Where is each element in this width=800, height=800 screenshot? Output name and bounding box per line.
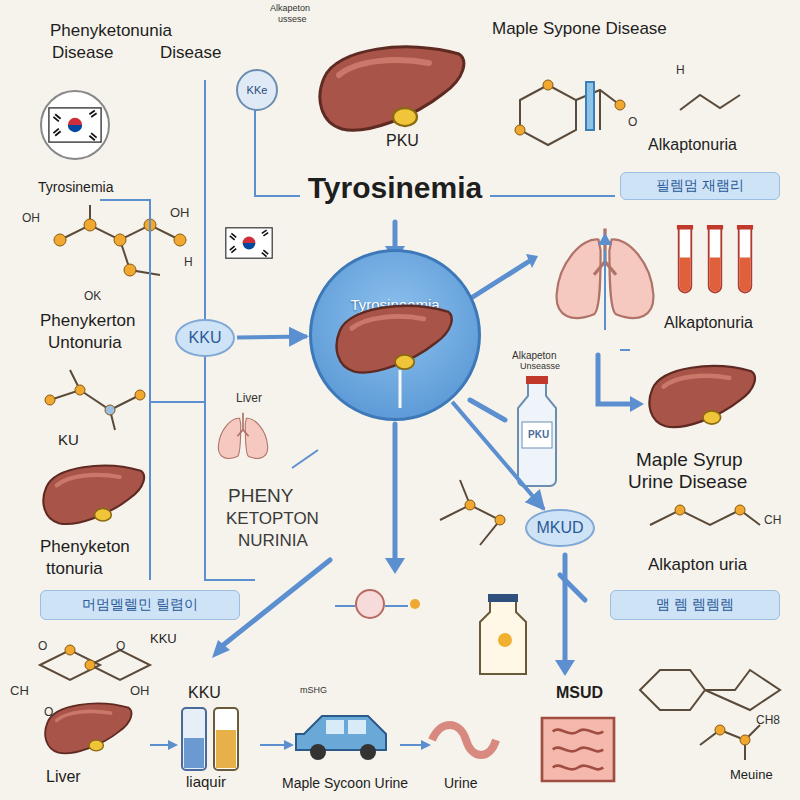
node-text: KKU [189, 329, 222, 347]
text-label: mSHG [300, 686, 327, 696]
text-label: KETOPTON [226, 510, 319, 529]
text-label: NURINIA [238, 532, 308, 551]
text-label: OK [84, 290, 101, 303]
text-label: Disease [160, 44, 221, 63]
text-label: Urine Disease [628, 472, 747, 493]
circle-node: MKUD [525, 509, 594, 547]
text-label: Disease [52, 44, 113, 63]
circle-node: KKe [236, 69, 279, 112]
text-label: Liver [236, 392, 262, 405]
text-label: Alkapeton [512, 350, 556, 361]
text-label: Tyrosinemia [38, 180, 113, 195]
text-label: Alkaptonuria [648, 136, 737, 154]
text-label: ttonuria [46, 560, 103, 579]
text-label: OH [170, 206, 190, 220]
text-label: Phenyketon [40, 538, 130, 557]
text-label: OH [22, 212, 40, 225]
text-label: Alkapeton [270, 4, 310, 14]
text-label: Phenyketonunia [50, 22, 172, 41]
node-text: 머멈멜렐민 릴렴이 [82, 596, 198, 614]
text-label: Maple Syrup [636, 450, 743, 471]
circle-node: Tyrosineemia [309, 249, 481, 421]
text-label: ussese [278, 15, 307, 25]
label-band: 맴 렘 렘렘렘 [610, 590, 780, 620]
text-label: O [116, 640, 125, 653]
text-label: O [38, 640, 47, 653]
text-label: Phenykerton [40, 312, 135, 331]
text-label: Maple Sycoon Urine [282, 776, 408, 791]
text-label: MSUD [556, 684, 603, 702]
text-label: Meuine [730, 768, 773, 782]
text-label: PKU [386, 132, 419, 150]
text-label: CH [764, 514, 781, 527]
node-text: MKUD [536, 519, 583, 537]
diagram-title: Tyrosinemia [308, 171, 483, 205]
text-label: Unseasse [520, 362, 560, 372]
label-band: 필렘멈 재램리 [620, 172, 780, 200]
node-text: KKe [247, 84, 268, 96]
text-label: H [676, 64, 685, 77]
text-label: KKU [150, 632, 177, 646]
text-label: OH [130, 684, 150, 698]
text-label: KKU [188, 684, 221, 702]
text-label: PHENY [228, 486, 293, 507]
node-text: 필렘멈 재램리 [656, 177, 744, 195]
circle-node: KKU [175, 319, 235, 357]
text-label: KU [58, 432, 79, 449]
text-label: H [184, 256, 193, 269]
text-label: Maple Sypone Disease [492, 20, 667, 39]
connector-arrow [237, 336, 307, 337]
text-label: Liver [46, 768, 81, 786]
text-label: O [628, 116, 637, 129]
node-text: Tyrosineemia [350, 296, 439, 313]
text-label: CH [10, 684, 29, 698]
label-band: 머멈멜렐민 릴렴이 [40, 590, 240, 620]
text-label: CH8 [756, 714, 780, 727]
connector-arrow [452, 402, 544, 509]
text-label: PKU [528, 429, 549, 440]
node-text: 맴 렘 렘렘렘 [656, 596, 734, 614]
text-label: Untonuria [48, 334, 122, 353]
text-label: Urine [444, 776, 477, 791]
text-label: Alkapton uria [648, 556, 747, 575]
text-label: O [44, 706, 53, 719]
text-label: liaquir [186, 774, 226, 791]
text-label: Alkaptonuria [664, 314, 753, 332]
